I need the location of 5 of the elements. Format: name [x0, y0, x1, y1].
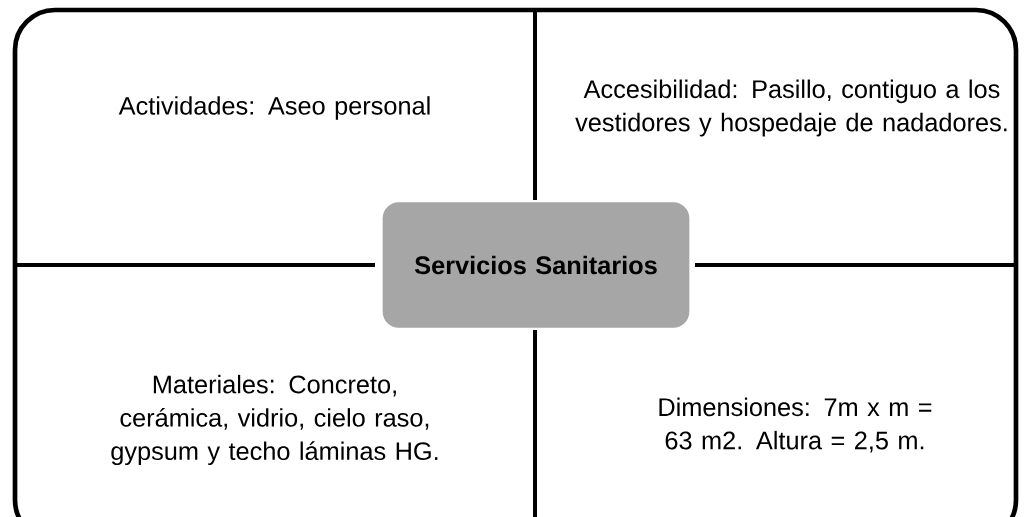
- quadrant-text: Dimensiones: 7m x m = 63 m2. Altura = 2,5 m.: [659, 397, 932, 453]
- title-box: Servicios Sanitarios: [382, 202, 690, 328]
- quadrant-text: Materiales: Concreto, cerámica, vidrio, cielo raso, gypsum y techo láminas HG.: [111, 374, 438, 466]
- quadrant-text: Accesibilidad: Pasillo, contiguo a los vestidores y hospedaje de nadadores.: [575, 79, 1007, 137]
- quadrant-text: Actividades: Aseo personal: [118, 96, 430, 120]
